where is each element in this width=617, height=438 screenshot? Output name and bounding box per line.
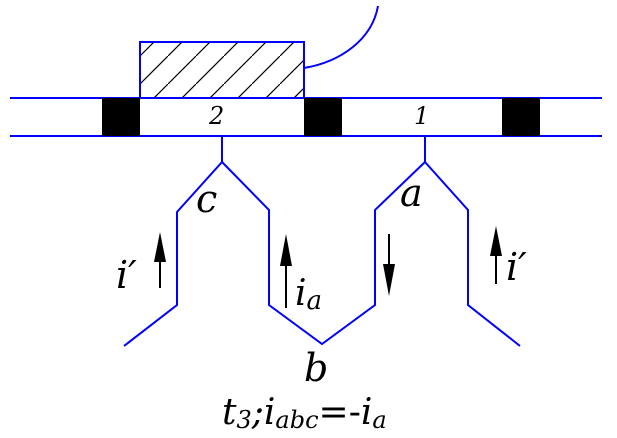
caption-i-sub: abc [275, 406, 318, 434]
phase-label-b: b [304, 346, 328, 390]
phase-label-c: c [196, 177, 217, 221]
black-block-1 [102, 98, 140, 136]
black-block-2 [304, 98, 342, 136]
current-label-left: i′ [116, 253, 137, 297]
black-block-3 [502, 98, 540, 136]
current-label-right: i′ [506, 245, 527, 289]
hatched-conductor [139, 41, 305, 99]
caption-i: i [264, 392, 276, 433]
winding-b-path [221, 161, 426, 346]
slot-label-2: 2 [208, 102, 224, 130]
phase-label-a: a [400, 171, 423, 215]
current-label-middle: ia [295, 273, 322, 316]
current-arrow-left-head [154, 232, 166, 262]
winding-a-path [424, 136, 521, 347]
winding-c-path [123, 136, 223, 347]
caption: t3;iabc=-ia [222, 392, 387, 434]
current-arrow-down-head [383, 264, 395, 296]
caption-sep: ; [251, 392, 264, 433]
slot-label-1: 1 [414, 102, 429, 130]
current-arrow-middle-head [280, 234, 292, 266]
caption-t-sub: 3 [236, 406, 251, 434]
caption-eq: =- [319, 392, 361, 433]
caption-t: t [222, 392, 237, 433]
caption-rhs-sub: a [372, 406, 386, 434]
current-label-middle-main: i [295, 273, 307, 314]
caption-rhs: i [361, 392, 373, 433]
lead-wire [303, 5, 379, 69]
current-arrow-right-head [490, 226, 502, 256]
current-label-middle-sub: a [307, 286, 323, 316]
